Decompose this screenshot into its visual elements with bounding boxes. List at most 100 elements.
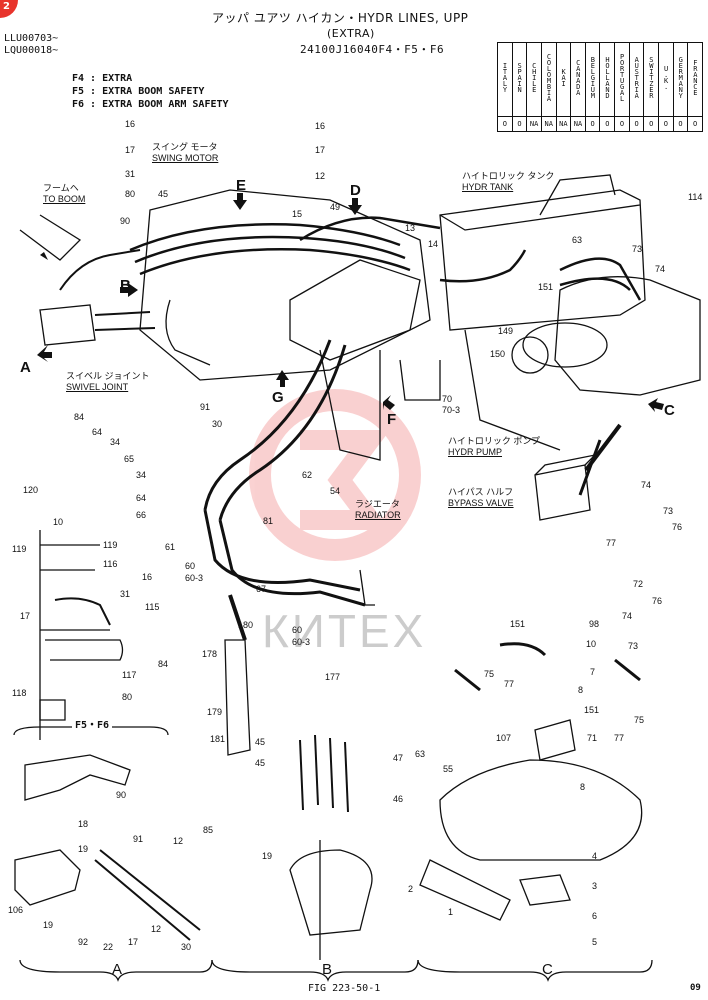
- part-callout: 115: [145, 602, 160, 612]
- pipe-90: [24, 754, 131, 801]
- part-callout: 12: [173, 836, 184, 846]
- part-callout: 2: [408, 884, 414, 894]
- part-callout: 63: [415, 749, 426, 759]
- part-callout: 5: [592, 937, 598, 947]
- country-availability-mark: NA: [570, 116, 586, 132]
- watermark-text: КИТЕХ: [262, 605, 427, 657]
- pump-leader: [464, 329, 561, 451]
- section-b-label: B: [322, 961, 333, 978]
- part-callout: 60-3: [185, 573, 204, 583]
- to-boom-label-jp: フームヘ: [43, 183, 79, 193]
- part-callout: 151: [584, 705, 600, 715]
- part-callout: 46: [393, 794, 404, 804]
- engine-c: [439, 759, 643, 861]
- part-callout: 177: [325, 672, 341, 682]
- pipe-radiator-1: [203, 509, 361, 592]
- part-callout: 17: [128, 937, 139, 947]
- country-name: BELGIUM: [588, 56, 597, 98]
- hose-tank-return: [439, 249, 527, 283]
- arrow-d: [348, 198, 362, 215]
- part-callout: 31: [120, 589, 131, 599]
- leader-b: [228, 594, 247, 641]
- part-callout: 18: [78, 819, 89, 829]
- part-callout: 151: [510, 619, 526, 629]
- country-name: HOLLAND: [603, 56, 612, 98]
- section-a-label: A: [112, 961, 123, 978]
- part-callout: 114: [688, 192, 703, 202]
- hydr-tank-top-edge: [439, 204, 641, 231]
- title-main: アッパ ユアツ ハイカン・HYDR LINES, UPP: [212, 11, 469, 25]
- country-name: AUSTRIA: [632, 56, 641, 98]
- serial-1: LLU00703~: [4, 33, 59, 44]
- part-callout: 54: [330, 486, 341, 496]
- hose-73: [559, 277, 631, 291]
- pipe-radiator-2: [218, 519, 366, 607]
- hose-upper-1: [129, 223, 401, 252]
- part-callout: 13: [405, 223, 416, 233]
- pipe-45-4: [344, 741, 349, 813]
- part-callout: 181: [210, 734, 226, 744]
- part-callout: 12: [315, 171, 326, 181]
- view-letter-g: G: [272, 389, 284, 406]
- part-callout: 34: [136, 470, 147, 480]
- pipe-down-1: [203, 339, 332, 511]
- part-callout: 65: [124, 454, 135, 464]
- to-boom-label: TO BOOM: [43, 194, 86, 204]
- leader-c: [584, 423, 622, 472]
- view-arrows: [37, 193, 664, 412]
- part-callout: 49: [330, 202, 341, 212]
- title-sub: (EXTRA): [327, 27, 375, 40]
- part-callout: 75: [484, 669, 495, 679]
- country-availability-mark: O: [643, 116, 660, 132]
- pipe-45-2: [314, 734, 319, 806]
- part-callout: 107: [496, 733, 512, 743]
- figure-number: FIG 223-50-1: [308, 983, 381, 994]
- part-callout: 80: [122, 692, 133, 702]
- part-callout: 178: [202, 649, 218, 659]
- swivel-joint-b: [289, 849, 373, 936]
- bypass-valve-body: [534, 464, 591, 521]
- part-callout: 119: [12, 544, 27, 554]
- filter-1: [419, 859, 511, 921]
- part-callout: 60-3: [292, 637, 311, 647]
- part-callout: 77: [504, 679, 515, 689]
- bracket-f5f6-right: [112, 726, 169, 736]
- note-f6: F6 : EXTRA BOOM ARM SAFETY: [72, 99, 229, 110]
- part-callout: 66: [136, 510, 147, 520]
- country-header: SPAIN: [511, 42, 528, 117]
- section-f5f6-label: F5・F6: [75, 720, 110, 731]
- block-71: [534, 719, 576, 761]
- part-callout: 73: [628, 641, 639, 651]
- country-availability-mark: NA: [526, 116, 542, 132]
- part-callout: 19: [78, 844, 89, 854]
- part-callout: 73: [663, 506, 674, 516]
- hose-73-c: [614, 658, 641, 682]
- view-letter-e: E: [236, 177, 247, 194]
- arrow-f: [383, 395, 395, 410]
- hydr-tank-body: [439, 189, 646, 331]
- part-callout: 45: [158, 189, 169, 199]
- part-callout: 30: [212, 419, 223, 429]
- engine-block: [554, 276, 701, 396]
- part-callout: 60: [292, 625, 303, 635]
- part-callout: 30: [181, 942, 192, 952]
- country-availability-mark: O: [687, 116, 703, 132]
- part-callout: 17: [125, 145, 136, 155]
- part-callout: 1: [448, 907, 454, 917]
- country-name: FRANCE: [691, 59, 700, 95]
- part-callout: 179: [207, 707, 223, 717]
- bracket-f5f6-left: [13, 726, 72, 736]
- part-callout: 16: [142, 572, 153, 582]
- country-name: SPAIN: [515, 62, 524, 92]
- country-name: PORTUGAL: [618, 53, 627, 101]
- hose-74-c: [454, 668, 481, 692]
- part-callout: 45: [255, 737, 266, 747]
- part-callout: 180: [238, 620, 254, 630]
- detail-a-clamp-117: [45, 639, 124, 661]
- pipe-30-91: [99, 849, 201, 931]
- pump-flange: [511, 336, 549, 374]
